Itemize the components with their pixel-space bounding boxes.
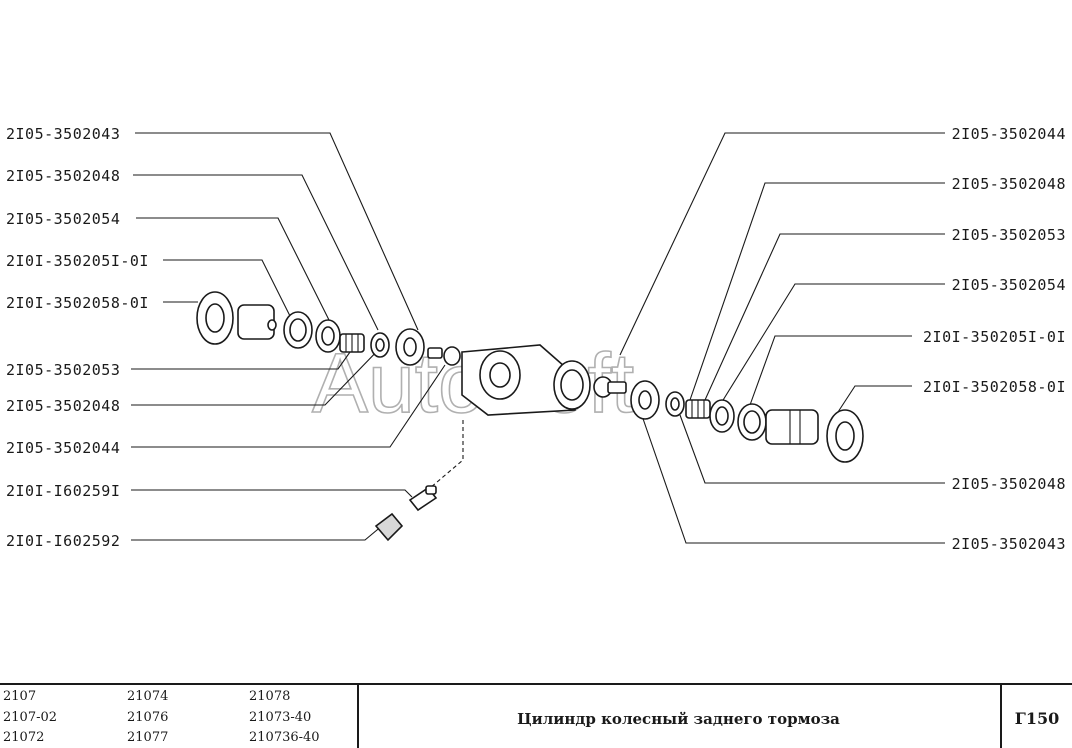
callout-left-3: 2I05-3502054 <box>6 210 120 228</box>
left-piston <box>237 304 277 340</box>
exploded-parts-diagram: AutoSoft <box>6 125 1066 553</box>
left-leader-lines <box>131 132 446 541</box>
right-dust-boot <box>826 409 864 463</box>
callout-right-1: 2I05-3502044 <box>952 125 1066 143</box>
model-code: 2107 <box>3 689 37 704</box>
model-code: 21073-40 <box>249 710 312 725</box>
model-code: 21074 <box>127 689 169 704</box>
callout-right-4: 2I05-3502054 <box>952 276 1066 294</box>
callout-left-9: 2I0I-I60259I <box>6 482 120 500</box>
left-ring <box>370 332 390 358</box>
right-seal <box>709 399 735 433</box>
page-code-cell: Г150 <box>1002 685 1072 748</box>
callout-right-5: 2I0I-350205I-0I <box>923 328 1066 346</box>
cylinder-body <box>461 344 591 416</box>
callout-right-2: 2I05-3502048 <box>952 175 1066 193</box>
right-cup <box>737 403 767 441</box>
bleeder-screw <box>408 485 438 512</box>
page-title: Цилиндр колесный заднего тормоза <box>517 709 840 728</box>
callout-left-8: 2I05-3502044 <box>6 439 120 457</box>
callout-left-2: 2I05-3502048 <box>6 167 120 185</box>
callout-labels: 2I05-3502043 2I05-3502048 2I05-3502054 2… <box>6 125 1066 553</box>
left-cup <box>283 311 313 349</box>
model-code: 21072 <box>3 730 45 745</box>
right-spring <box>685 399 711 419</box>
title-cell: Цилиндр колесный заднего тормоза <box>357 685 1002 748</box>
bleeder-cap <box>374 512 404 542</box>
callout-left-6: 2I05-3502053 <box>6 361 120 379</box>
model-code: 21077 <box>127 730 169 745</box>
model-code: 210736-40 <box>249 730 320 745</box>
right-leader-lines <box>619 132 945 544</box>
model-list: 2107 21074 21078 2107-02 21076 21073-40 … <box>0 685 359 748</box>
model-code: 2107-02 <box>3 710 58 725</box>
callout-right-8: 2I05-3502043 <box>952 535 1066 553</box>
callout-left-4: 2I0I-350205I-0I <box>6 252 149 270</box>
right-stop-ring <box>630 380 660 420</box>
callout-left-7: 2I05-3502048 <box>6 397 120 415</box>
left-adjust-pin <box>427 346 461 366</box>
model-code: 21076 <box>127 710 169 725</box>
callout-right-6: 2I0I-3502058-0I <box>923 378 1066 396</box>
callout-left-5: 2I0I-3502058-0I <box>6 294 149 312</box>
right-parts <box>593 376 864 463</box>
left-dust-boot <box>196 291 234 345</box>
left-spring <box>339 333 365 353</box>
right-piston <box>765 409 819 445</box>
left-parts <box>196 291 461 366</box>
left-seal <box>315 319 341 353</box>
left-stop-ring <box>395 328 425 366</box>
callout-right-3: 2I05-3502053 <box>952 226 1066 244</box>
page-code: Г150 <box>1014 709 1060 728</box>
title-block: 2107 21074 21078 2107-02 21076 21073-40 … <box>0 683 1072 748</box>
callout-left-10: 2I0I-I602592 <box>6 532 120 550</box>
right-ring <box>665 391 685 417</box>
bleeder-dashed-line <box>429 420 464 489</box>
right-adjust-pin <box>593 376 627 398</box>
model-code: 21078 <box>249 689 291 704</box>
callout-left-1: 2I05-3502043 <box>6 125 120 143</box>
callout-right-7: 2I05-3502048 <box>952 475 1066 493</box>
